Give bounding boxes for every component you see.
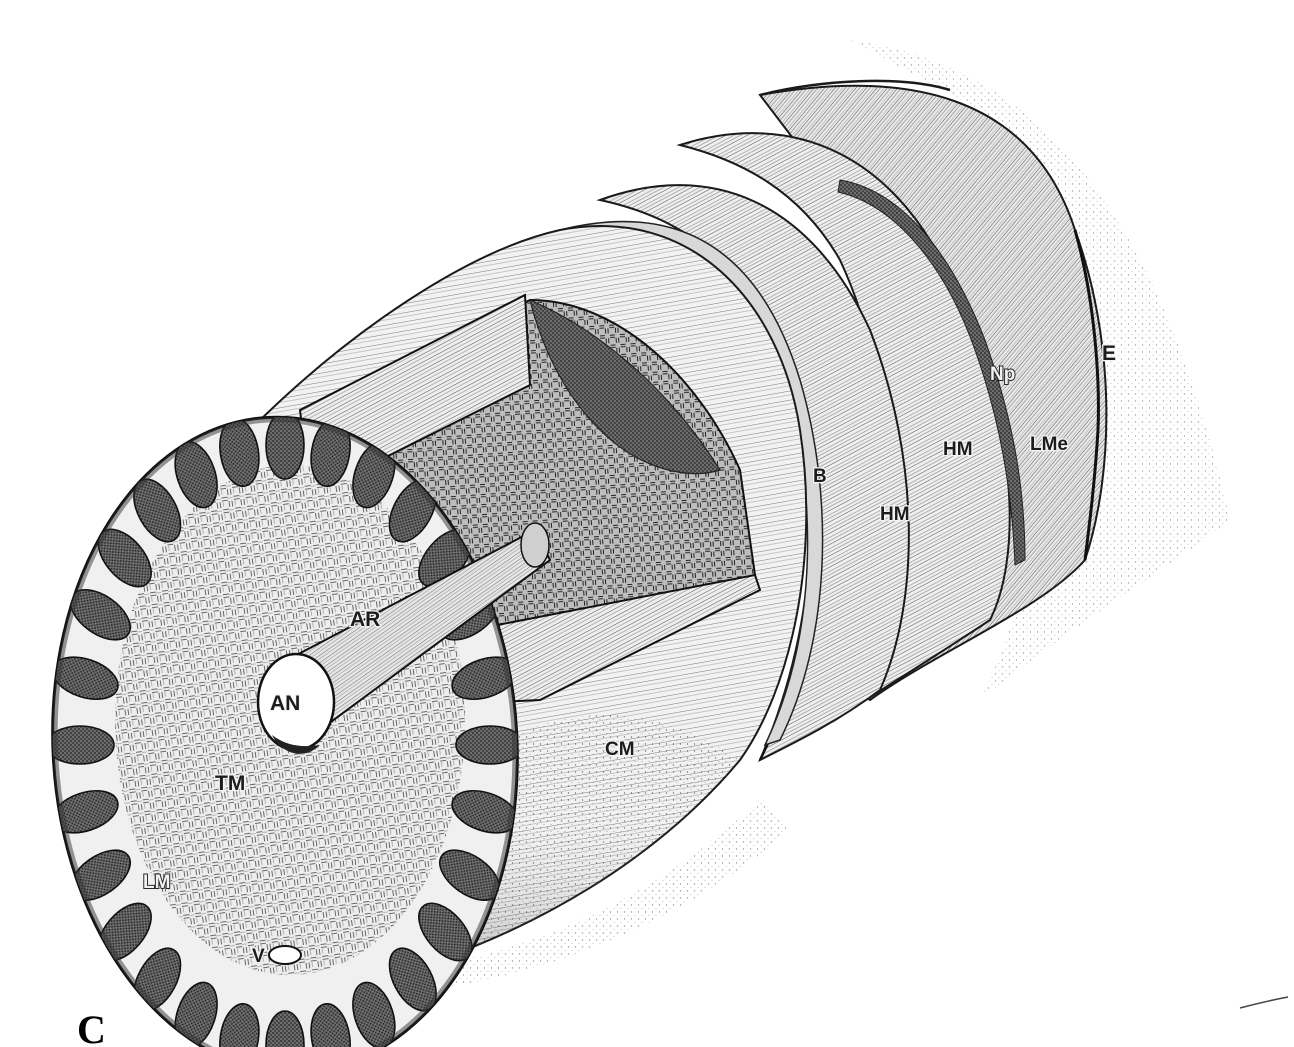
stray-mark — [1240, 997, 1288, 1008]
ventral-vessel — [269, 946, 301, 964]
label-hm-outer: HM — [943, 439, 973, 460]
label-b: B — [813, 466, 827, 487]
label-v: V — [252, 946, 265, 967]
label-tm: TM — [215, 772, 245, 795]
label-hm-inner: HM — [880, 504, 910, 525]
label-ar: AR — [350, 608, 380, 631]
panel-letter: C — [77, 1007, 106, 1047]
label-lm: LM — [143, 872, 170, 893]
label-lme: LMe — [1030, 434, 1068, 455]
label-an: AN — [270, 692, 300, 715]
label-cm: CM — [605, 739, 635, 760]
label-np: Np — [990, 364, 1015, 385]
label-e: E — [1102, 342, 1116, 365]
